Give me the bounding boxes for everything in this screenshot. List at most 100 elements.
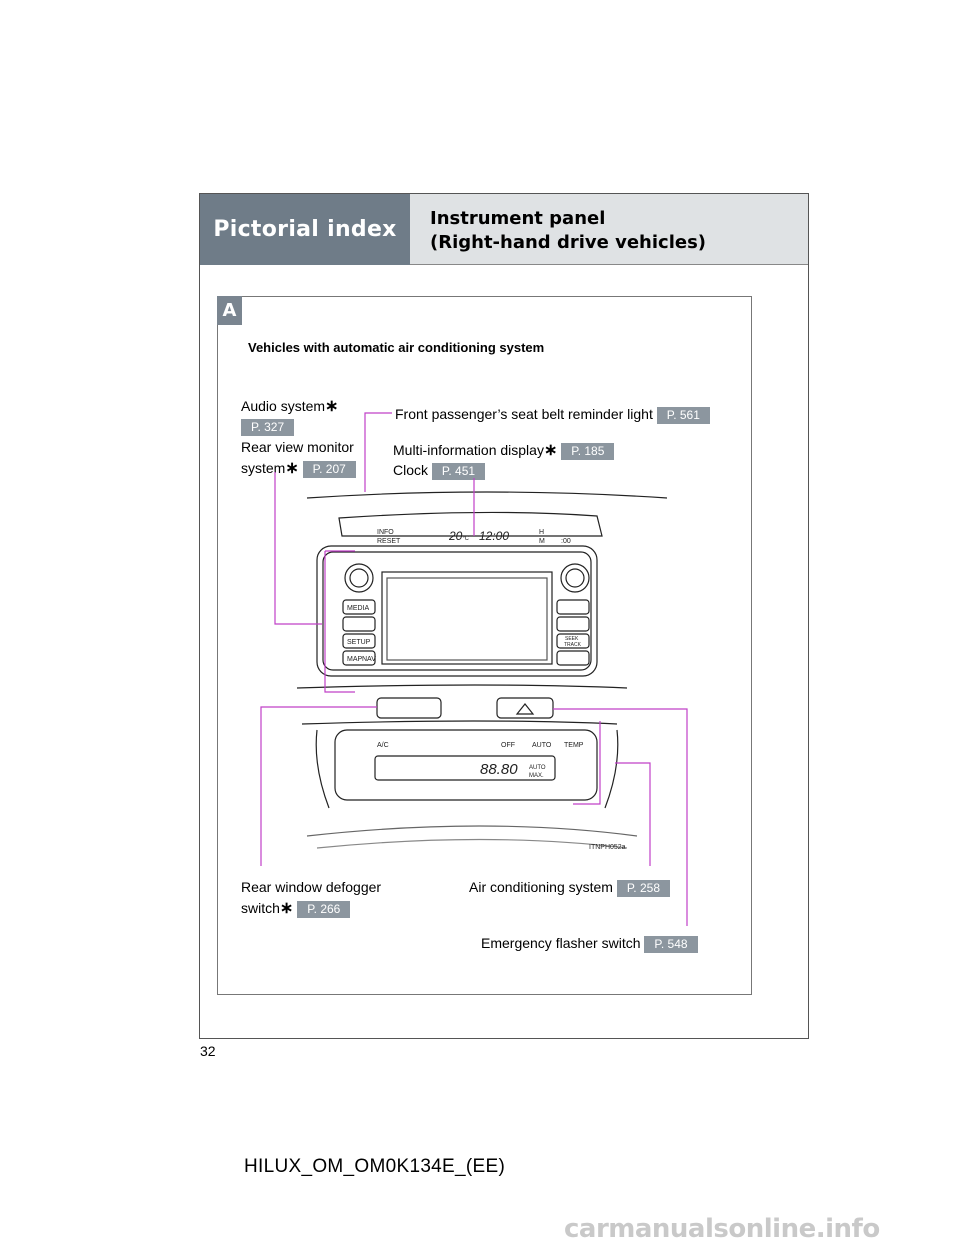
seek-text: SEEK [565, 636, 579, 642]
climate-right-edge [604, 729, 619, 809]
audio-unit-outline [316, 545, 598, 677]
defogger-callout: switch∗ P. 266 [241, 899, 351, 918]
auto-text: AUTO [532, 742, 552, 749]
emergency-label: Emergency flasher switch [481, 935, 641, 951]
seek-button [556, 633, 590, 649]
instrument-panel-illustration: INFO RESET H M :00 MEDIA SETUP MAP NAV S… [260, 412, 688, 926]
leader-lines [260, 412, 688, 926]
down-button [556, 650, 590, 666]
climate-outline [334, 729, 598, 801]
left-knob-inner [349, 568, 369, 588]
audio-leader [324, 551, 355, 693]
multi-info-callout: Multi-information display∗ P. 185 [393, 441, 615, 460]
figure-code: ITNPH052a [589, 844, 626, 851]
page-title-line2: (Right-hand drive vehicles) [430, 232, 707, 253]
audio-callout: Audio system∗ [241, 397, 338, 416]
figure-subtitle: Vehicles with automatic air conditioning… [248, 340, 545, 355]
eject-button [556, 599, 590, 615]
defogger-label-1: Rear window defogger [241, 879, 382, 895]
lower-curve [306, 825, 638, 837]
climate-readout: 88.80 [480, 761, 518, 778]
page-ref[interactable]: P. 185 [561, 443, 615, 460]
section-title: Pictorial index [213, 217, 397, 242]
m-text: M [539, 538, 545, 545]
map-text: MAP [347, 656, 363, 663]
page-ref[interactable]: P. 258 [616, 880, 670, 897]
left-knob [344, 563, 374, 593]
clock-label: Clock [393, 462, 429, 478]
seatbelt-callout: Front passenger’s seat belt reminder lig… [395, 405, 710, 424]
rear-view-label-1: Rear view monitor [241, 439, 354, 455]
rear-view-callout: system∗ P. 207 [241, 459, 356, 478]
h-text: H [539, 529, 544, 536]
temp-readout: 20°C [448, 529, 470, 543]
hazard-switch [496, 697, 554, 719]
emergency-leader [553, 708, 688, 926]
lower-curve-2 [316, 838, 628, 849]
hazard-icon [515, 703, 535, 715]
page-ref[interactable]: P. 561 [656, 407, 710, 424]
rear-view-label-2: system [241, 460, 286, 476]
page-ref[interactable]: P. 266 [297, 901, 351, 918]
rear-view-leader [274, 472, 322, 625]
up-button [556, 616, 590, 632]
media-text: MEDIA [347, 605, 370, 612]
page-heading: Instrument panel (Right-hand drive vehic… [410, 194, 808, 265]
climate-left-edge [315, 729, 330, 809]
setup-text: SETUP [347, 639, 371, 646]
page-title-line1: Instrument panel [430, 208, 606, 229]
mid-line [296, 684, 628, 689]
ac-text: A/C [377, 742, 389, 749]
media-button [342, 599, 376, 615]
multi-info-label: Multi-information display [393, 442, 544, 458]
temp-text: TEMP [564, 742, 584, 749]
figure-badge: A [217, 296, 242, 325]
phone-button [342, 616, 376, 632]
off-text: OFF [501, 742, 515, 749]
page-ref[interactable]: P. 327 [241, 419, 295, 436]
zero-text: :00 [561, 538, 571, 545]
air-con-callout: Air conditioning system P. 258 [469, 878, 670, 897]
page-number: 32 [200, 1043, 216, 1059]
dash-top-line [306, 491, 668, 499]
nav-text: NAV [362, 656, 376, 663]
watermark: carmanualsonline.info [564, 1214, 880, 1244]
track-text: TRACK [564, 642, 582, 648]
clock-readout: 12:00 [479, 529, 509, 543]
page-frame [199, 193, 809, 1039]
screen-inner [386, 577, 548, 661]
clock-callout: Clock P. 451 [393, 461, 486, 480]
ac-max-text: MAX. [529, 773, 544, 779]
asterisk: ∗ [543, 442, 558, 459]
defogger-switch [376, 697, 442, 719]
section-tab: Pictorial index [200, 194, 410, 265]
audio-label: Audio system [241, 398, 326, 414]
ac-auto-text: AUTO [529, 765, 546, 771]
defogger-label-2: switch [241, 900, 280, 916]
reset-text: RESET [377, 538, 401, 545]
asterisk: ∗ [279, 900, 294, 917]
figure-box [217, 296, 752, 995]
page-ref[interactable]: P. 207 [302, 461, 356, 478]
defogger-leader [260, 706, 377, 866]
display-bezel [338, 511, 603, 537]
air-con-leader [615, 762, 651, 866]
page-ref[interactable]: P. 548 [644, 936, 698, 953]
audio-unit-inner [322, 551, 592, 671]
asterisk: ∗ [285, 460, 299, 477]
audio-page-ref[interactable]: P. 327 [241, 418, 295, 436]
air-con-bracket [573, 721, 601, 805]
screen-outer [381, 571, 553, 665]
document-code: HILUX_OM_OM0K134E_(EE) [244, 1156, 506, 1177]
climate-display [374, 755, 556, 781]
emergency-callout: Emergency flasher switch P. 548 [481, 934, 698, 953]
right-knob-inner [565, 568, 585, 588]
seatbelt-label: Front passenger’s seat belt reminder lig… [395, 406, 653, 422]
right-knob [560, 563, 590, 593]
air-con-label: Air conditioning system [469, 879, 613, 895]
page-ref[interactable]: P. 451 [431, 463, 486, 480]
seatbelt-leader [364, 412, 392, 492]
info-text: INFO [377, 529, 394, 536]
map-button [342, 650, 376, 666]
lower-line [301, 720, 618, 725]
